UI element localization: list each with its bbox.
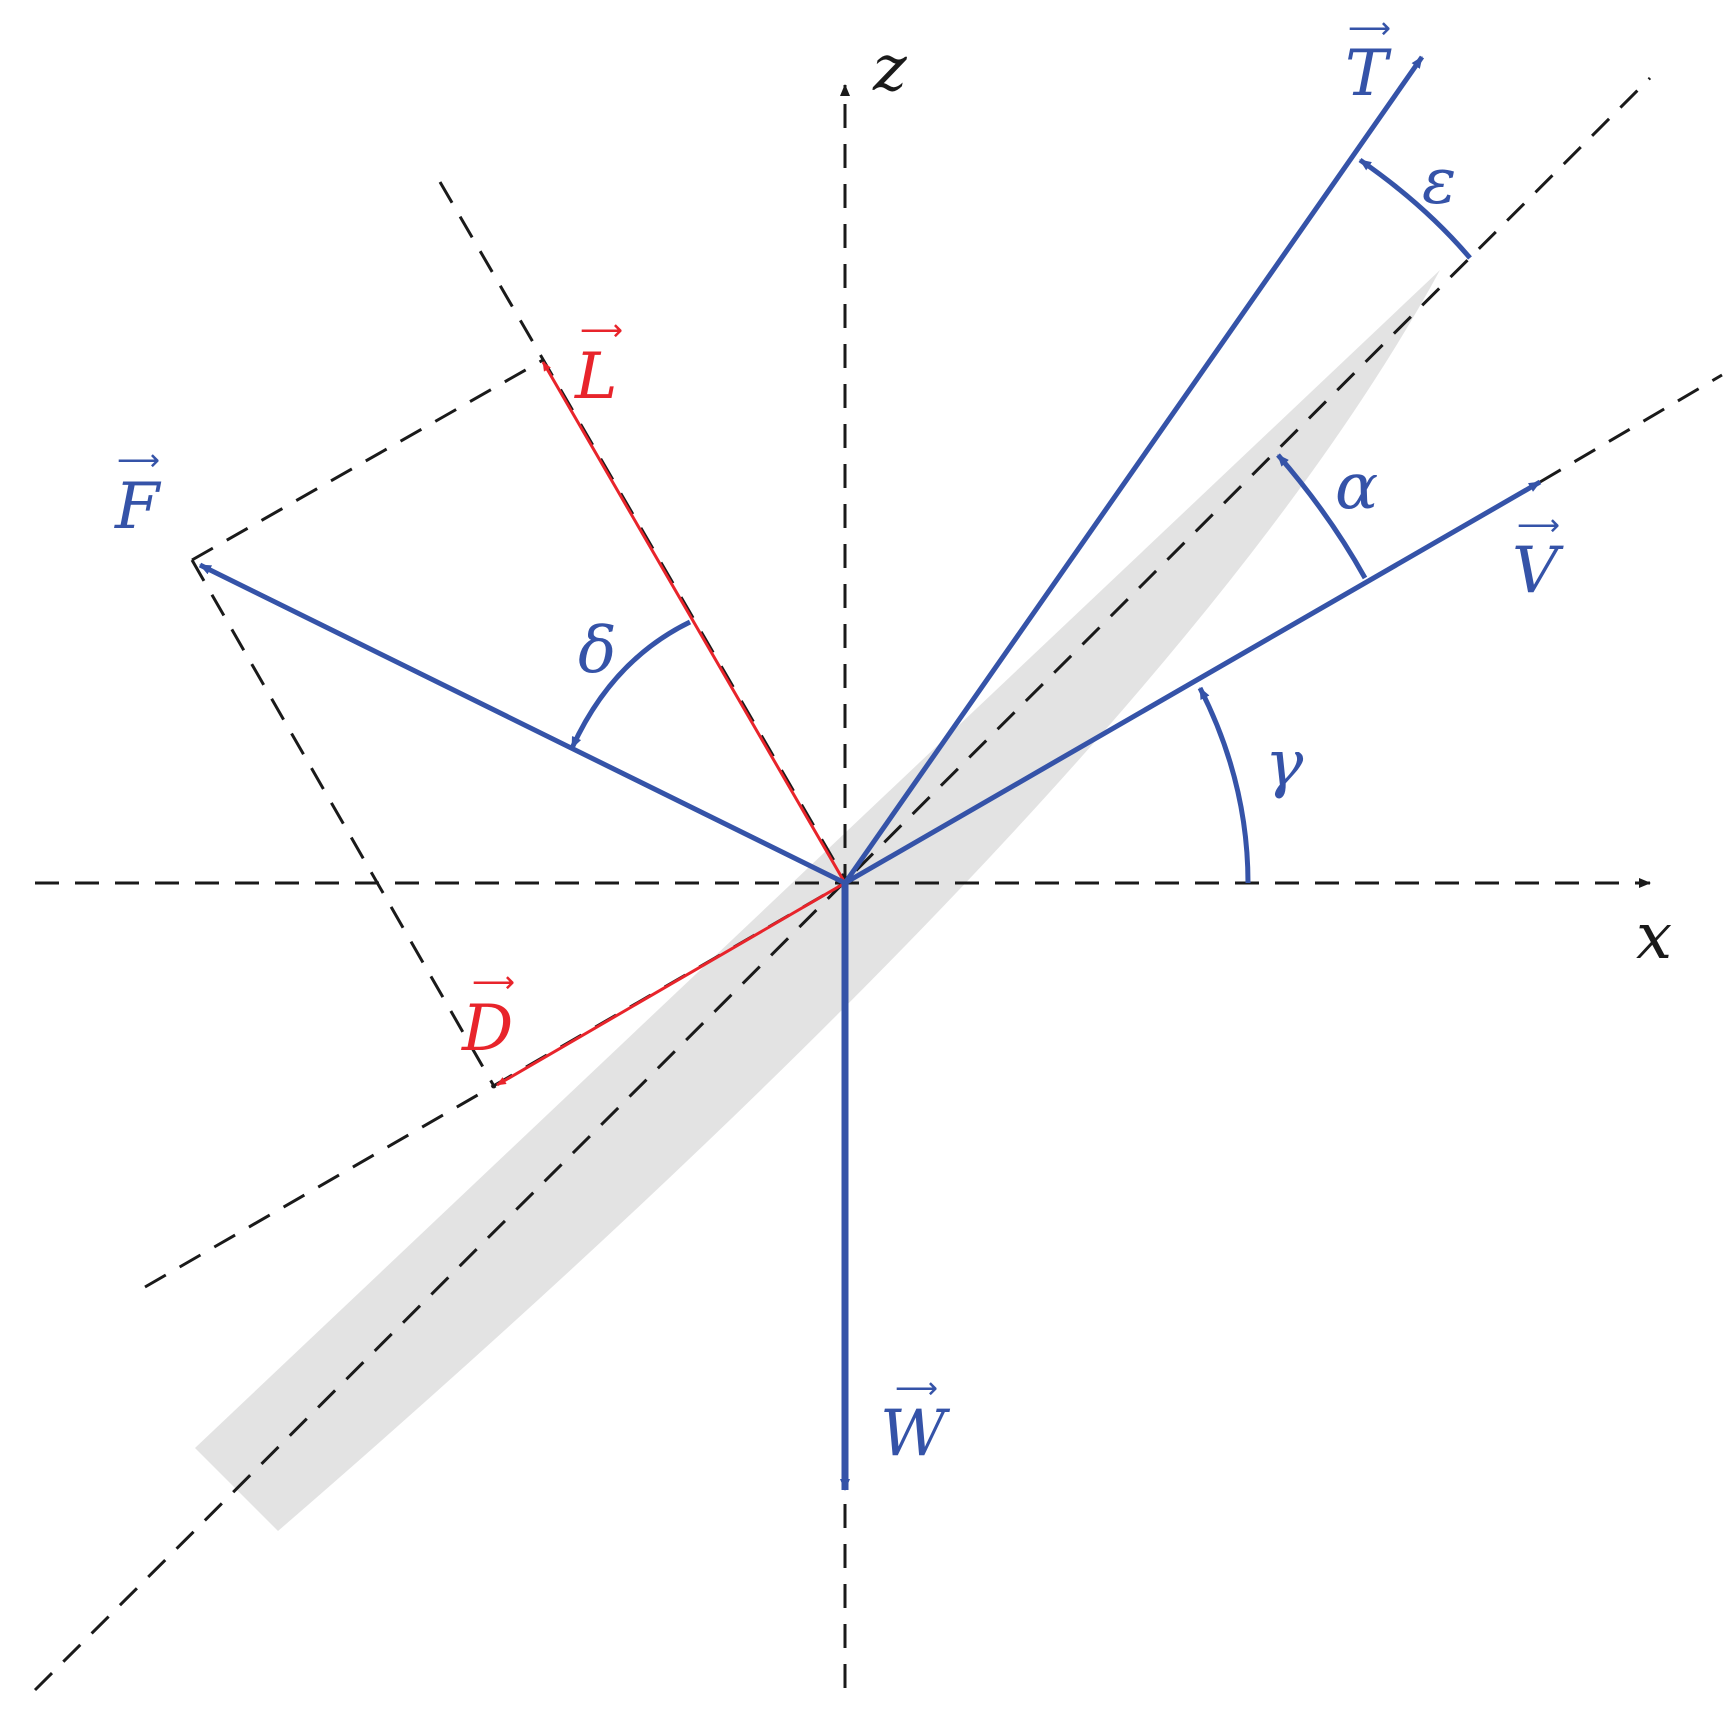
resultant-force-label: ⟶ F bbox=[114, 443, 162, 544]
epsilon-arc bbox=[1358, 157, 1472, 260]
x-axis-label: x bbox=[1636, 900, 1672, 974]
resultant-force-vector bbox=[198, 562, 847, 886]
alpha-label: α bbox=[1335, 450, 1378, 524]
drag-label: ⟶ D bbox=[461, 965, 515, 1066]
gamma-arc bbox=[1197, 686, 1251, 884]
delta-arc bbox=[569, 619, 692, 750]
epsilon-label: ε bbox=[1422, 145, 1456, 219]
thrust-vector bbox=[842, 55, 1425, 885]
svg-text:⟶: ⟶ bbox=[472, 965, 515, 1000]
drag-vector bbox=[496, 881, 846, 1087]
z-axis-label: z bbox=[872, 32, 908, 106]
f-to-l-projection-line bbox=[191, 358, 544, 562]
f-to-d-projection-line bbox=[190, 559, 497, 1089]
svg-text:W: W bbox=[880, 1397, 951, 1471]
svg-text:D: D bbox=[461, 992, 513, 1066]
lift-label: ⟶ L bbox=[574, 313, 623, 414]
svg-text:⟶: ⟶ bbox=[117, 443, 160, 478]
thrust-label: ⟶ T bbox=[1345, 11, 1392, 111]
velocity-direction-line bbox=[1539, 373, 1723, 484]
svg-text:⟶: ⟶ bbox=[895, 1371, 938, 1406]
svg-text:L: L bbox=[574, 340, 618, 414]
velocity-label: ⟶ V bbox=[1512, 508, 1564, 608]
svg-text:⟶: ⟶ bbox=[580, 313, 623, 348]
lift-vector bbox=[541, 361, 847, 884]
svg-text:T: T bbox=[1345, 37, 1392, 111]
svg-text:F: F bbox=[114, 470, 162, 544]
gamma-label: γ bbox=[1265, 727, 1304, 801]
delta-label: δ bbox=[578, 614, 617, 688]
svg-text:V: V bbox=[1512, 534, 1564, 608]
velocity-vector bbox=[843, 479, 1542, 886]
alpha-arc bbox=[1276, 453, 1368, 580]
svg-text:⟶: ⟶ bbox=[1348, 11, 1391, 46]
weight-label: ⟶ W bbox=[880, 1371, 951, 1471]
svg-text:⟶: ⟶ bbox=[1517, 508, 1560, 543]
